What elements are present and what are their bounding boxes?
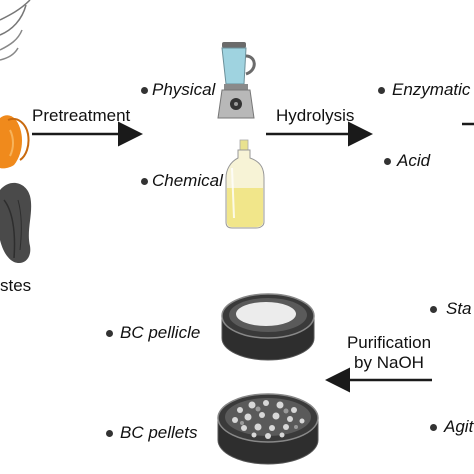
acid-label: Acid xyxy=(397,151,431,170)
agitated-bullet xyxy=(430,424,437,431)
static-bullet xyxy=(430,306,437,313)
hydrolysis-label: Hydrolysis xyxy=(276,106,355,125)
bc-pellets-label: BC pellets xyxy=(120,423,198,442)
waste-biomass-icon xyxy=(0,0,32,264)
purification-label: Purification by NaOH xyxy=(341,333,437,373)
blender-icon xyxy=(217,42,256,119)
bc-pellicle-label: BC pellicle xyxy=(120,323,201,342)
acid-bullet xyxy=(384,158,391,165)
wastes-label: stes xyxy=(0,276,32,295)
petri-dish-pellets-icon xyxy=(217,393,319,465)
chemical-bottle-icon xyxy=(225,139,265,229)
purification-line-2: by NaOH xyxy=(354,353,424,372)
chemical-bullet xyxy=(141,178,148,185)
enzymatic-bullet xyxy=(378,87,385,94)
purification-line-1: Purification xyxy=(346,333,432,352)
chemical-label: Chemical xyxy=(152,171,223,190)
physical-label: Physical xyxy=(152,80,216,99)
pretreatment-label: Pretreatment xyxy=(32,106,131,125)
physical-bullet xyxy=(141,87,148,94)
agitated-label: Agit xyxy=(444,417,474,436)
static-label: Sta xyxy=(446,299,472,318)
bc-pellets-bullet xyxy=(106,430,113,437)
enzymatic-label: Enzymatic xyxy=(392,80,471,99)
bc-pellicle-bullet xyxy=(106,330,113,337)
petri-dish-pellicle-icon xyxy=(221,293,315,361)
